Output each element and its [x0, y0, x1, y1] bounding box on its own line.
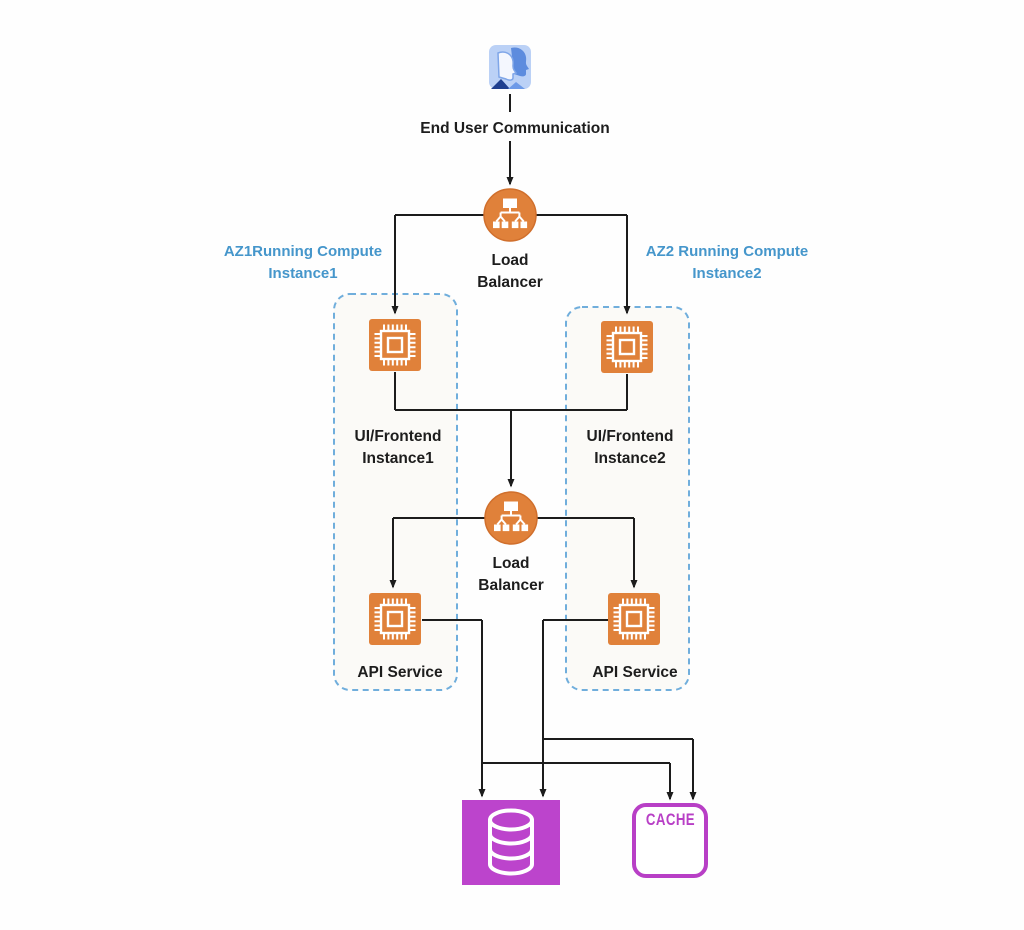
ui-frontend-2-icon [600, 320, 654, 374]
cache-box: CACHE [632, 803, 708, 878]
database-icon [462, 800, 560, 885]
api-service-2-icon [607, 592, 661, 646]
load-balancer-1-icon [483, 188, 537, 242]
api-service-1-icon [368, 592, 422, 646]
ui-frontend-1-icon [368, 318, 422, 372]
az1-label: AZ1Running Compute Instance1 [223, 243, 383, 282]
ui-frontend-2-label: UI/Frontend Instance2 [586, 428, 674, 468]
api-service-1-label: API Service [357, 664, 443, 681]
load-balancer-2-icon [484, 491, 538, 545]
end-user-label: End User Communication [420, 120, 610, 137]
cache-label: CACHE [645, 810, 695, 829]
load-balancer-1-label: Load Balancer [477, 252, 543, 292]
load-balancer-2-label: Load Balancer [478, 555, 544, 595]
users-communication-icon [486, 42, 534, 94]
api-service-2-label: API Service [592, 664, 678, 681]
ui-frontend-1-label: UI/Frontend Instance1 [354, 428, 442, 468]
az2-label: AZ2 Running Compute Instance2 [645, 243, 809, 282]
